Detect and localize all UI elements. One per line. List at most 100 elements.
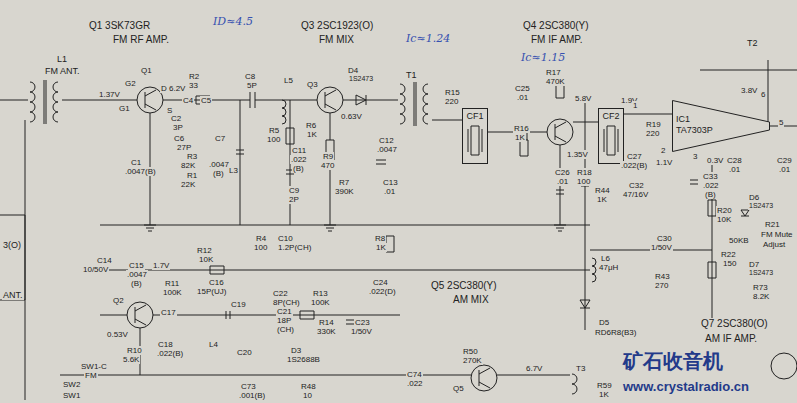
transistor-symbol: [317, 87, 343, 113]
part-label: 1.7V: [152, 261, 170, 270]
part-label: Q3 2SC1923(O): [300, 20, 374, 32]
part-label: R15: [444, 88, 461, 97]
part-label: FM RF AMP.: [112, 34, 170, 46]
part-label: R44: [594, 186, 611, 195]
part-label: R17: [545, 68, 562, 77]
part-label: C25: [514, 84, 531, 93]
part-label: G1: [118, 104, 131, 113]
part-label: C6: [173, 134, 185, 143]
part-label: .0047(B): [124, 167, 157, 176]
part-label: C19: [230, 300, 247, 309]
part-label: 330K: [316, 327, 337, 336]
part-label: Q4 2SC380(Y): [522, 20, 590, 32]
part-label: AM IF AMP.: [704, 333, 758, 345]
part-label: (B): [292, 164, 305, 173]
part-label: AM MIX: [452, 294, 490, 306]
part-label: Q5 2SC380(Y): [430, 280, 498, 292]
part-label: C33: [702, 172, 719, 181]
transistor-symbol: [471, 365, 497, 391]
part-label: C15: [128, 261, 145, 270]
node-text-holder: IC1 TA7303P: [676, 114, 720, 136]
part-label: 0.3V: [706, 156, 724, 165]
part-label: 270: [654, 281, 669, 290]
part-label: C9: [288, 186, 300, 195]
part-label: R5: [268, 126, 280, 135]
part-label: C5: [200, 96, 212, 105]
part-label: L6: [600, 254, 611, 263]
part-label: 8P(CH): [272, 298, 301, 307]
part-label: C16: [208, 278, 225, 287]
part-label: 1K: [596, 195, 608, 204]
part-label: C12: [378, 136, 395, 145]
part-label: C21: [276, 307, 293, 316]
part-label: 100: [576, 177, 591, 186]
handwritten-note: ID≈4.5: [212, 16, 254, 29]
part-label: 100K: [162, 288, 183, 297]
part-label: 3(O): [2, 240, 22, 250]
part-label: 1K: [375, 243, 387, 252]
part-label: FM MIX: [318, 34, 355, 46]
part-label: R4: [255, 234, 267, 243]
part-label: C22: [272, 289, 289, 298]
part-label: 5.8V: [574, 94, 592, 103]
part-label: 47μH: [598, 263, 619, 272]
part-label: SW1: [62, 391, 81, 400]
part-label: C27: [626, 152, 643, 161]
part-label: R7: [338, 178, 350, 187]
part-label: R21: [764, 220, 781, 229]
part-label: Q5: [452, 384, 465, 393]
part-label: R59: [596, 381, 613, 390]
part-label: .022(B): [620, 161, 648, 170]
part-label: .01: [383, 187, 396, 196]
part-label: 220: [645, 129, 660, 138]
part-label: C24: [372, 278, 389, 287]
part-label: .022: [406, 379, 424, 388]
ground-symbol: [144, 225, 566, 231]
signal-wire: [624, 114, 672, 115]
part-label: 1S2688B: [286, 355, 321, 364]
filter-plates: [468, 126, 482, 155]
part-label: 1S2473: [748, 202, 774, 210]
resistor-symbol: [196, 82, 716, 319]
part-label: R16: [513, 124, 530, 133]
part-label: 1S2473: [748, 269, 774, 277]
part-label: 3: [692, 152, 698, 161]
ic-shape: [673, 101, 770, 152]
part-label: 15P(UJ): [196, 287, 227, 296]
part-label: Q3: [306, 80, 319, 89]
ceramic-filter: CF2: [598, 108, 624, 164]
node-label: CF1: [463, 111, 487, 122]
part-label: C73: [240, 382, 257, 391]
watermark: 矿石收音机: [622, 350, 724, 373]
part-label: R20: [716, 206, 733, 215]
part-label: C74: [406, 370, 423, 379]
part-label: (B): [212, 169, 225, 178]
part-label: D: [160, 84, 168, 93]
part-label: 22K: [180, 180, 196, 189]
part-label: C30: [656, 234, 673, 243]
part-label: Q7 2SC380(O): [700, 318, 769, 330]
part-label: R6: [305, 121, 317, 130]
node-text-holder: CF1: [463, 109, 487, 122]
part-label: 100: [253, 243, 268, 252]
part-label: 1S2473: [348, 75, 374, 83]
part-label: 6.2V: [168, 84, 186, 93]
part-label: 27P: [176, 143, 192, 152]
part-label: .0047: [126, 270, 148, 279]
part-label: R2: [188, 72, 200, 81]
part-label: C28: [726, 156, 743, 165]
part-label: .001(B): [238, 391, 266, 400]
part-label: 100: [266, 135, 281, 144]
part-label: 1.1V: [655, 158, 673, 167]
part-label: C7: [214, 134, 226, 143]
part-label: R43: [654, 272, 671, 281]
part-label: C29: [776, 156, 793, 165]
part-label: 2: [660, 146, 666, 155]
part-label: 470K: [545, 77, 566, 86]
part-label: 3P: [172, 123, 184, 132]
part-label: C11: [291, 146, 307, 155]
part-label: C18: [157, 340, 174, 349]
part-label: 1.37V: [98, 90, 121, 99]
part-label: FM ANT.: [44, 66, 81, 76]
